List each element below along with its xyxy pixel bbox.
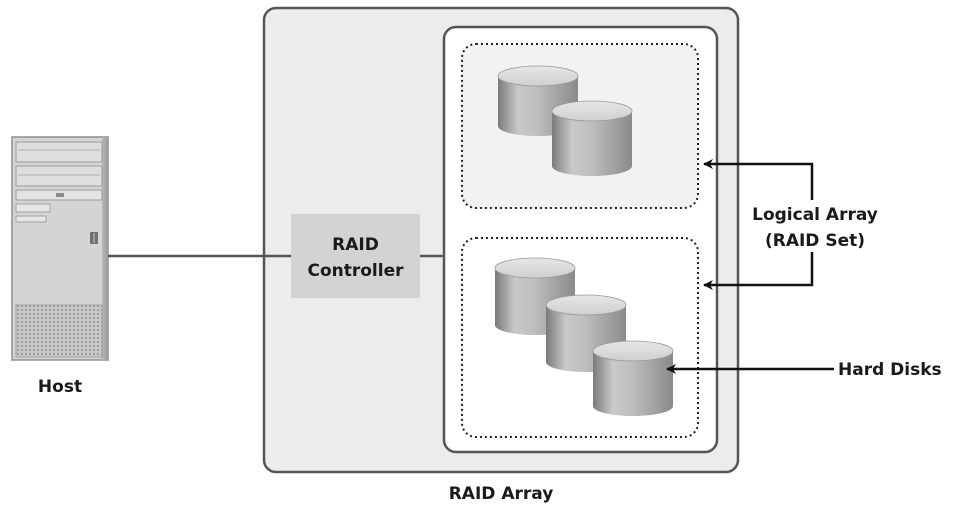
host-server-icon	[11, 136, 109, 361]
logical-array-pointer	[703, 159, 814, 290]
raid-set-label: (RAID Set)	[765, 231, 865, 251]
logical-array-label: Logical Array	[752, 205, 878, 225]
raid-controller	[291, 214, 420, 298]
hard-disk-icon	[592, 340, 674, 416]
hard-disk-icon	[551, 100, 633, 176]
host-label: Host	[38, 377, 82, 397]
raid-array-label: RAID Array	[449, 484, 554, 504]
raid-controller-label: RAID	[332, 235, 379, 255]
raid-controller-label-line2: Controller	[307, 261, 404, 281]
hard-disks-label: Hard Disks	[838, 360, 942, 380]
